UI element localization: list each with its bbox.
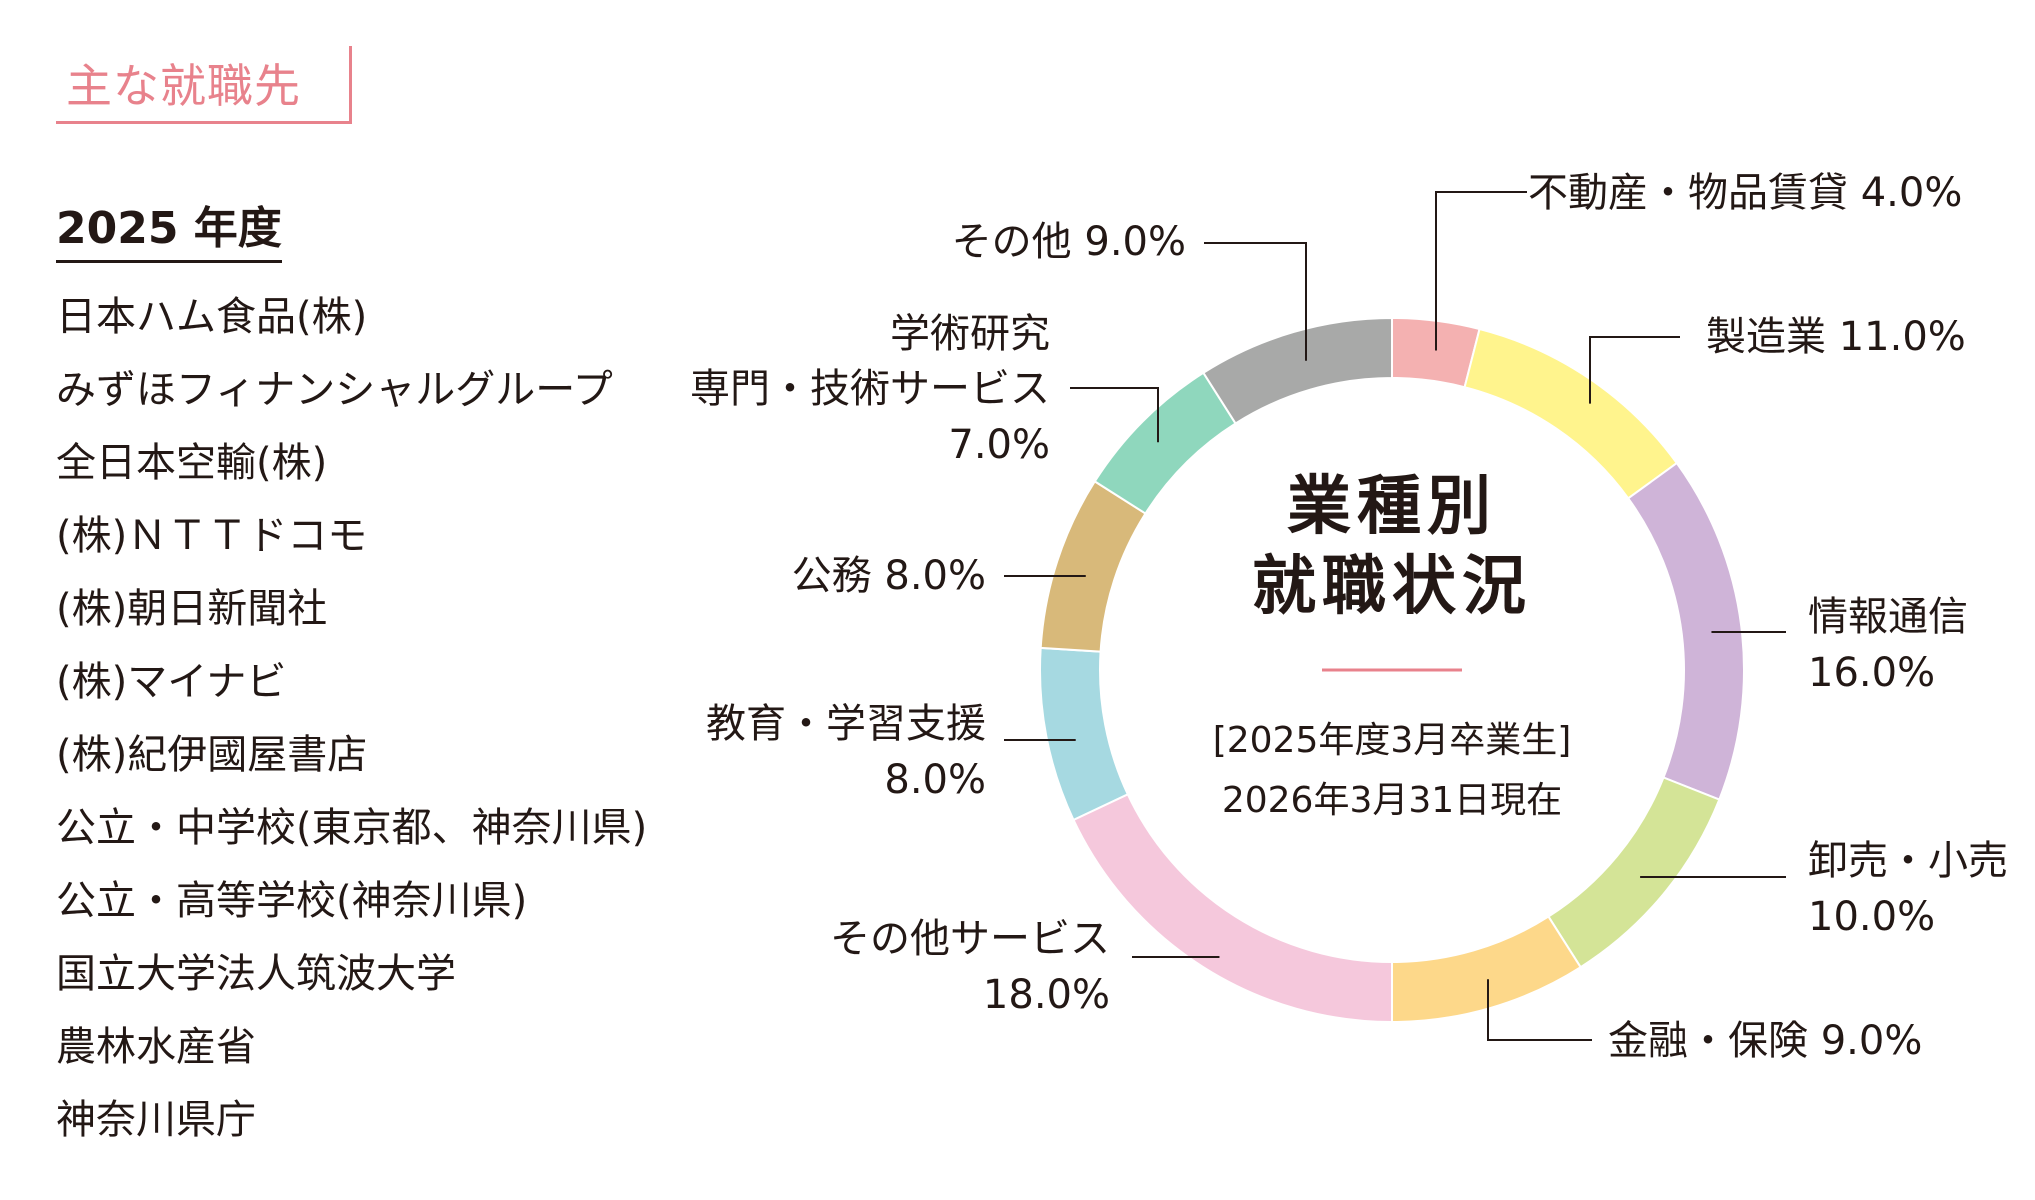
slice-18-0--5 (1072, 792, 1393, 1024)
company-item: 神奈川県庁 (56, 1097, 256, 1143)
leader-lines (1004, 191, 1786, 1041)
center-note-line-2: 2026年3月31日現在 (1222, 780, 1562, 821)
slice-label: 7.0% (948, 422, 1050, 468)
slice-9-0--9 (1202, 316, 1393, 425)
company-item: 全日本空輸(株) (56, 440, 328, 486)
slice-10-0--3 (1547, 776, 1721, 969)
slice-label: 公務 8.0% (792, 553, 986, 599)
slice-label: 専門・技術サービス (690, 366, 1050, 412)
donut-slices (1039, 316, 1745, 1024)
slice-label: その他サービス (830, 916, 1110, 962)
company-item: (株)マイナビ (56, 659, 287, 705)
leader-line (1435, 191, 1527, 351)
slice-9-0--4 (1391, 915, 1582, 1024)
center-note-line-1: [2025年度3月卒業生] (1213, 720, 1572, 761)
slice-labels: 不動産・物品賃貸 4.0% 製造業 11.0% 情報通信 16.0% 卸売・小売 10.0… (690, 170, 2008, 1064)
slice-label: 18.0% (983, 972, 1110, 1018)
section-title-text: 主な就職先 (66, 59, 301, 113)
section-title: 主な就職先 (56, 46, 352, 124)
slice-label: 製造業 11.0% (1706, 314, 1966, 360)
company-item: 日本ハム食品(株) (56, 294, 368, 340)
slice-label: 卸売・小売 (1808, 838, 2008, 884)
slice-8-0--6 (1039, 646, 1130, 822)
year-heading: 2025 年度 (56, 192, 282, 263)
company-list: 日本ハム食品(株) みずほフィナンシャルグループ 全日本空輸(株) (株)ＮＴＴ… (56, 284, 647, 1160)
company-item: (株)ＮＴＴドコモ (56, 513, 368, 559)
company-item: みずほフィナンシャルグループ (56, 367, 613, 413)
leader-line (1589, 336, 1680, 404)
slice-label: 学術研究 (890, 311, 1050, 357)
leader-line (1487, 979, 1592, 1041)
company-item: 公立・高等学校(神奈川県) (56, 878, 528, 924)
company-item: 国立大学法人筑波大学 (56, 951, 456, 997)
leader-line (1204, 242, 1307, 361)
slice-label: その他 9.0% (952, 219, 1186, 265)
slice-label: 8.0% (884, 757, 986, 803)
slice-7-0--8 (1093, 371, 1237, 515)
company-item: (株)紀伊國屋書店 (56, 732, 368, 778)
company-item: (株)朝日新聞社 (56, 586, 328, 632)
slice-8-0--7 (1039, 480, 1147, 653)
center-title-line-2: 就職状況 (1252, 550, 1532, 624)
slice-label: 16.0% (1808, 650, 1935, 696)
leader-line (1070, 387, 1159, 443)
slice-label: 不動産・物品賃貸 4.0% (1528, 170, 1962, 216)
slice-label: 金融・保険 9.0% (1608, 1018, 1922, 1064)
slice-label: 10.0% (1808, 894, 1935, 940)
slice-label: 教育・学習支援 (706, 701, 986, 747)
company-item: 公立・中学校(東京都、神奈川県) (56, 805, 648, 851)
center-title-line-1: 業種別 (1287, 470, 1497, 544)
company-item: 農林水産省 (56, 1024, 256, 1070)
slice-label: 情報通信 (1808, 594, 1968, 640)
